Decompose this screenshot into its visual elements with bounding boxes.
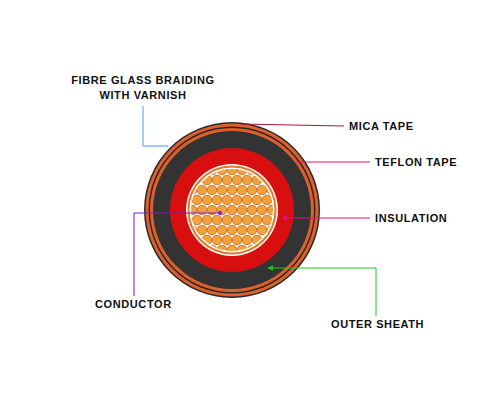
conductor-strand — [247, 205, 257, 215]
conductor-strand — [237, 245, 247, 255]
conductor-strand — [237, 225, 247, 235]
conductor-strand — [227, 225, 237, 235]
conductor-strand — [202, 175, 212, 185]
conductor-strand — [262, 215, 272, 225]
outer-edge — [144, 122, 320, 298]
part-label: INSULATION — [375, 211, 447, 226]
conductor-strand — [232, 235, 242, 245]
part-label: MICA TAPE — [349, 119, 414, 134]
conductor-strand — [207, 245, 217, 255]
conductor-strand — [252, 175, 262, 185]
conductor-strand — [202, 195, 212, 205]
leader-dot — [218, 211, 222, 215]
conductor-strand — [252, 215, 262, 225]
conductor-strand — [257, 185, 267, 195]
leader-line — [134, 213, 220, 296]
part-label: FIBRE GLASS BRAIDING WITH VARNISH — [63, 73, 223, 103]
conductor-strand — [257, 225, 267, 235]
leader-line — [143, 106, 168, 146]
part-label: OUTER SHEATH — [331, 317, 424, 332]
conductor-strand — [192, 215, 202, 225]
conductor-strand — [202, 235, 212, 245]
conductor-strand — [212, 175, 222, 185]
conductor-strand — [212, 215, 222, 225]
leader-line — [296, 162, 370, 163]
conductor-strand — [227, 185, 237, 195]
conductor-strand — [267, 185, 277, 195]
conductor-strand — [192, 195, 202, 205]
conductor-strand — [232, 195, 242, 205]
leader-lines — [134, 106, 376, 316]
conductor-strand — [222, 195, 232, 205]
conductor-strand — [252, 195, 262, 205]
conductor-strand — [257, 205, 267, 215]
conductor-strand — [187, 185, 197, 195]
conductor-strand — [207, 165, 217, 175]
conductor-strand — [217, 185, 227, 195]
conductor-strand — [227, 165, 237, 175]
conductor-strand — [242, 195, 252, 205]
conductor-strand — [227, 245, 237, 255]
conductor-strand — [237, 165, 247, 175]
conductor-strand — [222, 235, 232, 245]
conductor-strand — [207, 225, 217, 235]
conductor-strand — [242, 235, 252, 245]
mica-ring — [150, 128, 314, 292]
conductor-strand — [212, 235, 222, 245]
conductor-strand — [197, 225, 207, 235]
conductor-strand — [197, 185, 207, 195]
conductor-strand — [207, 185, 217, 195]
leader-line — [268, 268, 376, 316]
conductor-strand — [247, 245, 257, 255]
conductor-strand — [237, 205, 247, 215]
part-label: CONDUCTOR — [95, 297, 172, 312]
part-label: TEFLON TAPE — [375, 155, 457, 170]
conductor-strand — [232, 175, 242, 185]
cable-cross-section — [144, 122, 320, 298]
conductor-gap — [186, 164, 278, 256]
conductor-strand — [242, 175, 252, 185]
conductor-strand — [247, 165, 257, 175]
leader-line — [282, 218, 370, 219]
conductor-strand — [242, 215, 252, 225]
conductor-strand — [222, 215, 232, 225]
conductor-strand — [187, 225, 197, 235]
conductor-strand — [247, 225, 257, 235]
conductor-strand — [267, 225, 277, 235]
braiding-ring — [146, 124, 319, 297]
conductor-strand — [262, 195, 272, 205]
conductor-strand — [232, 215, 242, 225]
conductor-strand — [217, 205, 227, 215]
conductor-strand — [217, 245, 227, 255]
conductor-boundary — [189, 167, 276, 254]
conductor-strand — [202, 215, 212, 225]
conductor-strand — [247, 185, 257, 195]
teflon-insulation — [170, 148, 294, 272]
conductor-strand — [252, 235, 262, 245]
conductor-strands — [187, 165, 277, 255]
conductor-strand — [227, 205, 237, 215]
leader-line — [240, 124, 344, 126]
conductor-strand — [222, 175, 232, 185]
outer-sheath — [153, 131, 311, 289]
conductor-strand — [267, 205, 277, 215]
conductor-strand — [237, 185, 247, 195]
conductor-strand — [217, 225, 227, 235]
conductor-strand — [217, 165, 227, 175]
conductor-strand — [212, 195, 222, 205]
